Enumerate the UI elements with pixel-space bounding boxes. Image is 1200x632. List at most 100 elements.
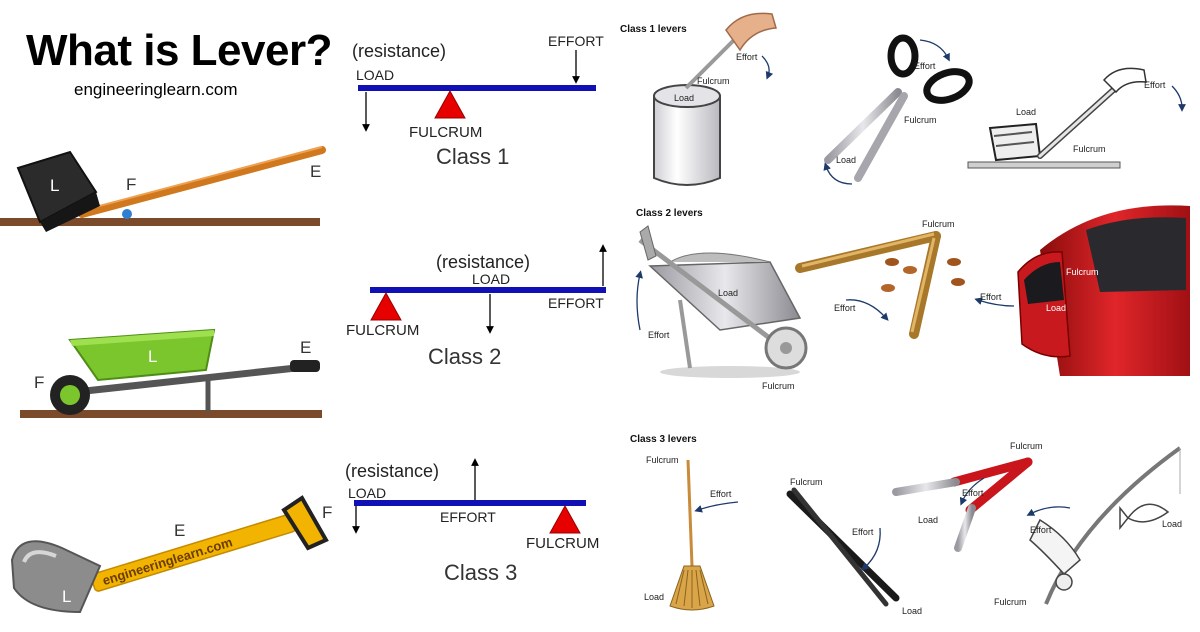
class2-examples-heading: Class 2 levers <box>636 208 703 219</box>
wheelbarrow-hub <box>780 342 792 354</box>
car-door-load-label: Load <box>1046 303 1066 313</box>
fishing-rod-example: Effort Load Fulcrum <box>994 446 1182 607</box>
class2-beam <box>370 287 606 293</box>
barrow-load-label: L <box>148 347 157 366</box>
ground-strip <box>0 218 320 226</box>
class1-beam <box>358 85 596 91</box>
car-interior <box>1086 217 1186 292</box>
broom-effort-label: Effort <box>710 489 732 499</box>
class1-fulcrum-triangle <box>434 89 466 119</box>
class3-beam <box>354 500 586 506</box>
crowbar-effort-label: Effort <box>1144 80 1166 90</box>
car-door-fulcrum-label: Fulcrum <box>1066 267 1099 277</box>
stone-block-shadow <box>40 192 100 232</box>
nut-4 <box>881 284 895 292</box>
scissor-blade-a <box>824 88 902 164</box>
fish-tail <box>1119 505 1129 531</box>
nutcracker-arm-a <box>795 231 941 273</box>
class2-name: Class 2 <box>428 344 501 369</box>
shovel-load-label: L <box>62 587 71 606</box>
screwdriver <box>684 38 736 90</box>
tweezers-example: Fulcrum Effort Load <box>786 477 922 616</box>
nutcracker-example: Fulcrum Effort <box>795 219 965 339</box>
scissors-load-label: Load <box>836 155 856 165</box>
tongs-example: Fulcrum Effort Load <box>892 441 1043 552</box>
broom-effort-arrow <box>694 501 739 513</box>
scissors-example: Effort Fulcrum Load <box>823 34 973 185</box>
class2-load-label: LOAD <box>472 271 510 287</box>
car-door-window <box>1024 262 1064 304</box>
class3-fulcrum-label: FULCRUM <box>526 535 599 552</box>
class2-fulcrum-label: FULCRUM <box>346 322 419 339</box>
tongs-fulcrum-label: Fulcrum <box>1010 441 1043 451</box>
class1-name: Class 1 <box>436 144 509 169</box>
stone-lever-picture: L F E <box>0 146 326 232</box>
tong-metal-a <box>892 478 960 496</box>
nutcracker-arm-b <box>909 231 941 339</box>
stone-fulcrum-label: F <box>126 175 136 194</box>
wheelbarrow-effort-label: Effort <box>648 330 670 340</box>
fishing-fulcrum-label: Fulcrum <box>994 597 1027 607</box>
tong-red-grip-b <box>965 457 1033 515</box>
class1-examples: Class 1 levers Effort Fulcrum Load <box>620 12 1186 186</box>
barrow-rim <box>70 330 214 346</box>
barrow-grip <box>290 360 320 372</box>
class2-examples: Class 2 levers Load Effort Fulcrum <box>635 205 1190 391</box>
class3-load-label: LOAD <box>348 485 386 501</box>
class3-diagram: (resistance) LOAD EFFORT FULCRUM Class 3 <box>345 458 599 585</box>
crowbar-hand <box>1102 67 1147 94</box>
car-door-effort-arrow <box>974 297 1015 307</box>
crowbar-load-label: Load <box>1016 107 1036 117</box>
tongs-effort-arrow <box>959 477 985 506</box>
nutcracker-arm-a-shine <box>801 232 935 268</box>
fishing-effort-label: Effort <box>1030 525 1052 535</box>
fishing-load-label: Load <box>1162 519 1182 529</box>
class2-fulcrum-triangle <box>370 291 402 321</box>
class1-effort-label: EFFORT <box>548 33 604 49</box>
nut-5 <box>951 278 965 286</box>
paint-can-load-label: Load <box>674 93 694 103</box>
page-title: What is Lever? <box>26 26 332 75</box>
fishing-rod <box>1044 446 1182 605</box>
nut-3 <box>947 258 961 266</box>
class2-effort-label: EFFORT <box>548 295 604 311</box>
broom-bristles <box>675 569 709 608</box>
nutcracker-arm-b-shine <box>910 237 936 333</box>
broom-fulcrum-label: Fulcrum <box>646 455 679 465</box>
wheelbarrow-load-label: Load <box>718 288 738 298</box>
scissors-load-arrow <box>823 162 853 185</box>
tongs-load-label: Load <box>918 515 938 525</box>
paint-can-fulcrum-label: Fulcrum <box>697 76 730 86</box>
broom-stick <box>686 459 694 567</box>
barrow-fulcrum-label: F <box>34 373 44 392</box>
tweezer-arm-a <box>786 490 900 602</box>
tweezers-load-label: Load <box>902 606 922 616</box>
class1-load-label: LOAD <box>356 67 394 83</box>
shovel-handle-text: engineeringlearn.com <box>101 534 235 588</box>
fishing-reel <box>1055 573 1073 591</box>
tweezers-effort-label: Effort <box>852 527 874 537</box>
tong-red-grip-a <box>949 457 1033 487</box>
crowbar-fulcrum-label: Fulcrum <box>1073 144 1106 154</box>
shovel-effort-label: E <box>174 521 185 540</box>
class3-effort-label: EFFORT <box>440 509 496 525</box>
broom-load-label: Load <box>644 592 664 602</box>
shovel-d-grip <box>281 495 329 551</box>
site-url: engineeringlearn.com <box>74 80 238 99</box>
stone-load-label: L <box>50 176 59 195</box>
scissors-effort-arrow <box>919 39 950 62</box>
class1-fulcrum-label: FULCRUM <box>409 124 482 141</box>
tweezers-effort-arrow <box>861 527 881 571</box>
crowbar-effort-arrow <box>1171 85 1186 112</box>
class2-resistance-label: (resistance) <box>436 252 530 272</box>
scissor-handle-a <box>887 34 919 78</box>
tweezer-arm-b <box>791 487 889 607</box>
nut-2 <box>903 266 917 274</box>
wheelbarrow-example: Load Effort Fulcrum <box>635 225 808 391</box>
shovel-picture: engineeringlearn.com L E F <box>10 495 332 614</box>
class3-fulcrum-triangle <box>549 504 581 534</box>
wheelbarrow-fulcrum-label: Fulcrum <box>762 381 795 391</box>
hand <box>725 12 777 52</box>
shovel-fulcrum-label: F <box>322 503 332 522</box>
wheelbarrow-shadow <box>660 366 800 378</box>
